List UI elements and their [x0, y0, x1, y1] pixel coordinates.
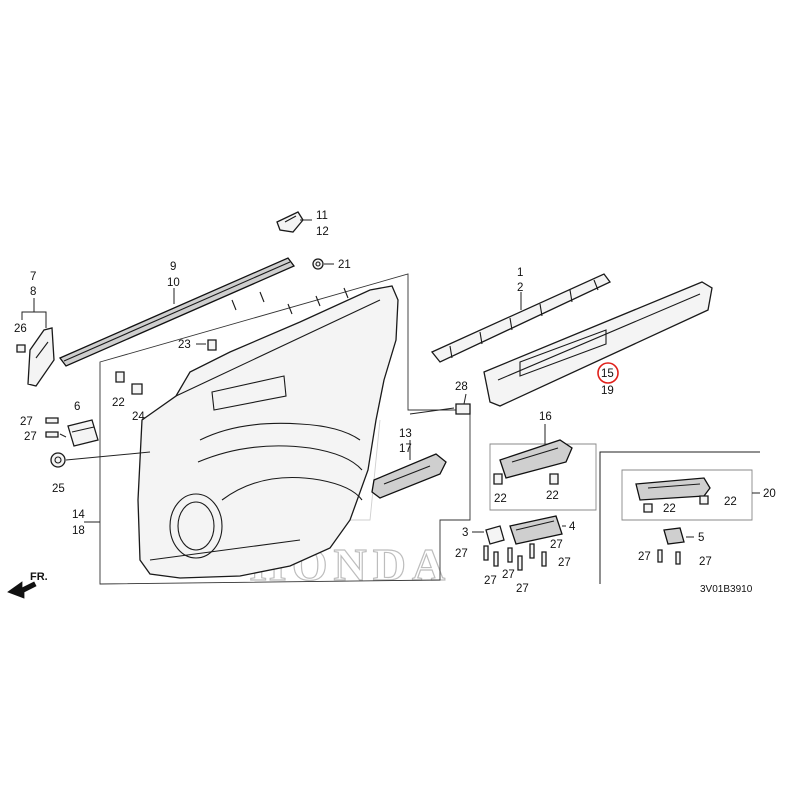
- diagram-reference-code: 3V01B3910: [700, 584, 753, 595]
- callout-27-b: 27: [24, 431, 37, 443]
- part-22-clip-e[interactable]: [699, 495, 709, 505]
- callout-10: 10: [167, 277, 180, 289]
- part-27-screw-a[interactable]: [45, 417, 59, 424]
- callout-14: 14: [72, 509, 85, 521]
- callout-2: 2: [517, 282, 523, 294]
- front-direction-arrow: [7, 581, 37, 599]
- part-23-screw[interactable]: [207, 339, 217, 351]
- callout-6: 6: [74, 401, 80, 413]
- part-20-group-outline: [621, 469, 753, 521]
- callout-7: 7: [30, 271, 36, 283]
- callout-17: 17: [399, 443, 412, 455]
- callout-27-g: 27: [502, 569, 515, 581]
- part-27-screws-right[interactable]: [657, 549, 681, 565]
- callout-25: 25: [52, 483, 65, 495]
- callout-18: 18: [72, 525, 85, 537]
- callout-21: 21: [338, 259, 351, 271]
- callout-19: 19: [601, 385, 614, 397]
- part-9-10-weatherstrip[interactable]: [58, 257, 296, 367]
- part-24-nut[interactable]: [131, 383, 143, 395]
- callout-13: 13: [399, 428, 412, 440]
- callout-22-e: 22: [724, 496, 737, 508]
- part-11-12-clip[interactable]: [276, 211, 304, 233]
- callout-11: 11: [316, 210, 328, 222]
- part-25-nut[interactable]: [50, 452, 66, 468]
- right-group-bracket: [599, 451, 760, 584]
- callout-27-c: 27: [455, 548, 468, 560]
- callout-27-i: 27: [638, 551, 651, 563]
- part-22-clip-b[interactable]: [493, 473, 503, 485]
- part-16-switch-panel[interactable]: [499, 439, 573, 479]
- callout-22-b: 22: [494, 493, 507, 505]
- callout-27-h: 27: [516, 583, 529, 595]
- callout-20: 20: [763, 488, 776, 500]
- part-14-18-door-lining[interactable]: [137, 285, 399, 579]
- part-26-clip[interactable]: [16, 344, 26, 353]
- part-4-switch[interactable]: [509, 515, 563, 545]
- callout-4: 4: [569, 521, 576, 533]
- part-27-screws-cluster[interactable]: [483, 543, 547, 571]
- callout-28: 28: [455, 381, 468, 393]
- callout-22-a: 22: [112, 397, 125, 409]
- callout-27-f: 27: [484, 575, 497, 587]
- callout-12: 12: [316, 226, 329, 238]
- callout-23: 23: [178, 339, 191, 351]
- callout-16: 16: [539, 411, 552, 423]
- door-panel-assembly-outline: [99, 273, 471, 585]
- callout-22-d: 22: [663, 503, 676, 515]
- callout-3: 3: [462, 527, 468, 539]
- callout-8: 8: [30, 286, 36, 298]
- part-22-clip-c[interactable]: [549, 473, 559, 485]
- callout-27-d: 27: [550, 539, 563, 551]
- callout-15: 15: [601, 368, 614, 380]
- callout-9: 9: [170, 261, 176, 273]
- part-7-8-garnish[interactable]: [27, 327, 55, 387]
- part-28-screw[interactable]: [455, 403, 471, 415]
- part-22-clip-d[interactable]: [643, 503, 653, 513]
- highlight-circle-15: [597, 362, 619, 384]
- callout-5: 5: [698, 532, 704, 544]
- front-direction-label: FR.: [30, 571, 48, 583]
- part-3-switch[interactable]: [485, 525, 505, 545]
- part-22-clip-a[interactable]: [115, 371, 125, 383]
- part-21-clip[interactable]: [312, 258, 324, 270]
- callout-24: 24: [132, 411, 145, 423]
- part-27-screw-b[interactable]: [45, 431, 59, 438]
- part-1-2-trim-rail[interactable]: [430, 273, 611, 363]
- part-6-switch[interactable]: [67, 419, 99, 447]
- part-5-switch[interactable]: [663, 527, 685, 545]
- callout-27-a: 27: [20, 416, 33, 428]
- callout-27-e: 27: [558, 557, 571, 569]
- callout-1: 1: [517, 267, 523, 279]
- part-13-17-inner-handle[interactable]: [371, 453, 447, 499]
- callout-26: 26: [14, 323, 27, 335]
- part-20-switch-panel[interactable]: [635, 477, 711, 501]
- part-15-19-trim-garnish[interactable]: [483, 281, 713, 407]
- callout-27-j: 27: [699, 556, 712, 568]
- callout-22-c: 22: [546, 490, 559, 502]
